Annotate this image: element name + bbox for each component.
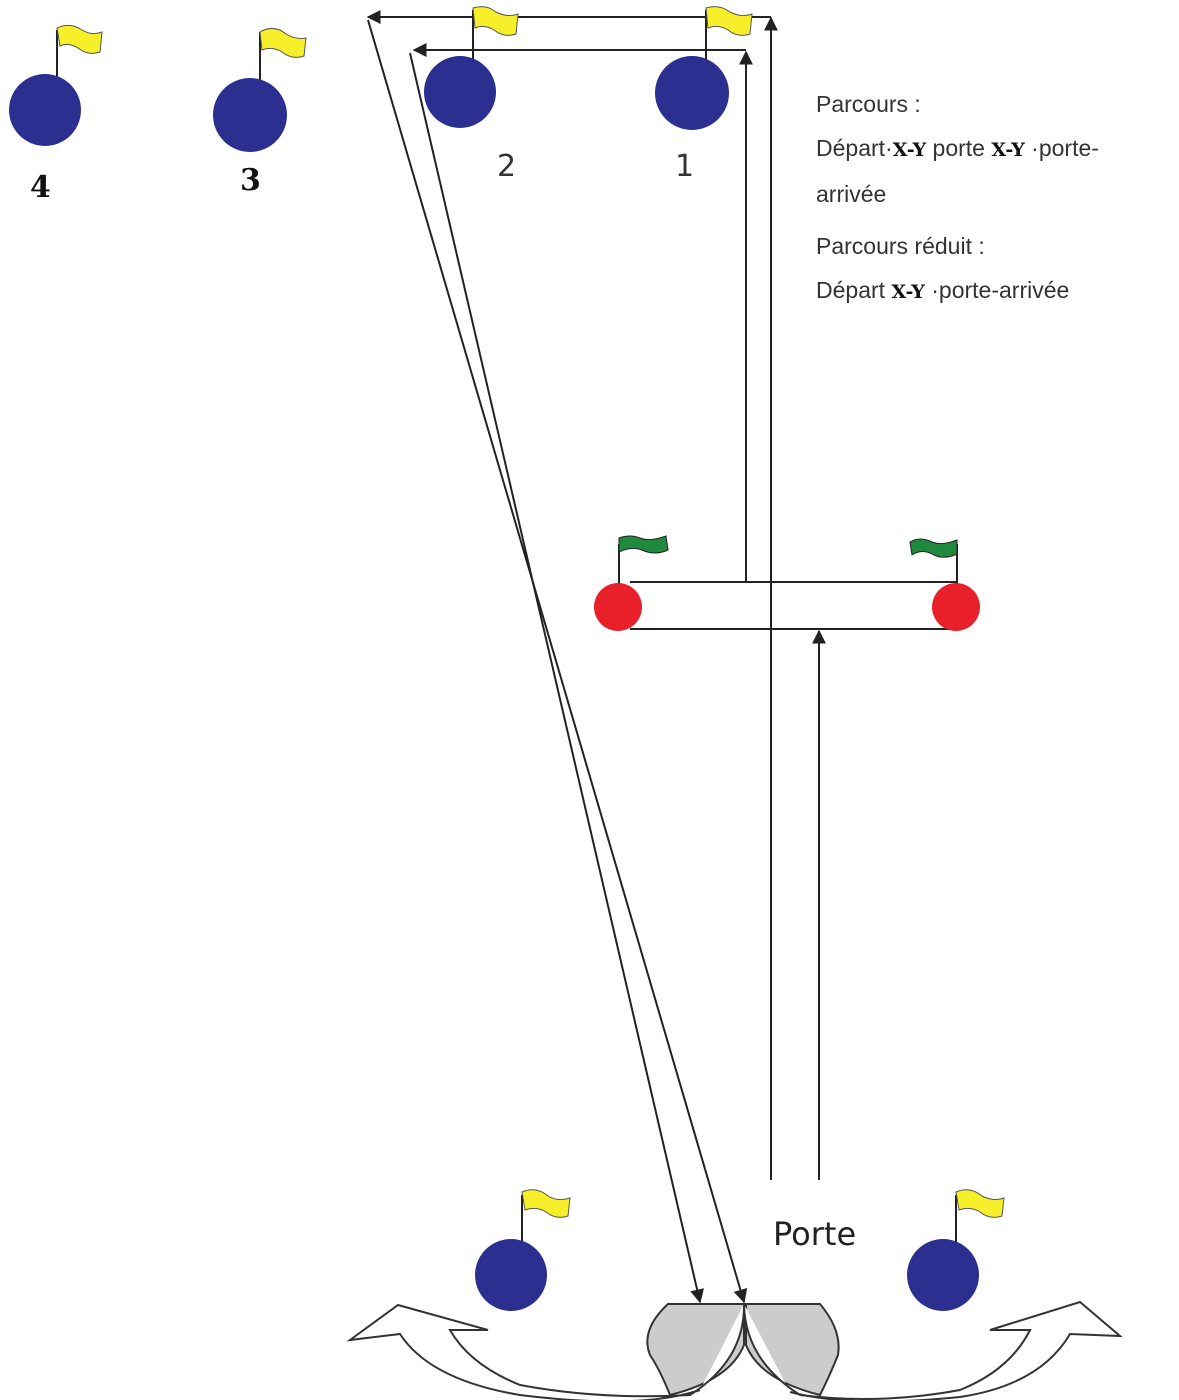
blue-buoy-3 [213,28,307,152]
gate-left-shade [646,1303,745,1397]
blue-buoy-icon [475,1239,547,1311]
left-curved-arrow [346,1303,746,1400]
parcours-xy-2: X-Y [991,139,1025,161]
yellow-flag-icon [705,6,753,36]
blue-buoy-icon [907,1239,979,1311]
buoy-label-3: 3 [240,163,261,198]
yellow-flag-icon [259,28,307,58]
red-buoy-right [909,538,980,631]
blue-buoy-icon [424,56,496,128]
blue-buoy-bottom-left [475,1189,571,1311]
parcours-description-line1: Départ·X-Y porte X-Y ·porte- [816,126,1176,172]
legend-spacer [816,216,1176,224]
reduit-part1: Départ [816,277,892,303]
buoy-label-4: 4 [30,170,51,205]
yellow-flag-icon [56,24,103,54]
parcours-part1: Départ· [816,135,893,161]
course-lines [366,10,956,1304]
red-buoy-icon [594,583,642,631]
blue-buoy-4 [9,24,103,146]
porte-label: Porte [773,1215,856,1253]
parcours-description-line2: arrivée [816,181,887,207]
yellow-flag-icon [472,6,519,36]
red-buoy-icon [932,583,980,631]
blue-buoy-icon [655,56,729,130]
reduit-part2: ·porte-arrivée [924,277,1070,303]
red-buoy-left [594,535,669,631]
reduit-xy: X-Y [891,281,925,303]
blue-buoy-icon [213,78,287,152]
green-flag-icon [618,535,669,554]
blue-buoy-1 [655,6,753,130]
course-legend: Parcours : Départ·X-Y porte X-Y ·porte- … [816,82,1176,314]
right-curved-arrow [743,1300,1123,1400]
yellow-flag-icon [955,1189,1005,1218]
parcours-xy-1: X-Y [892,139,927,161]
buoy-label-2: 2 [497,149,516,184]
reduit-title: Parcours réduit : [816,233,985,259]
buoy-label-1: 1 [675,149,694,184]
reduit-description: Départ X-Y ·porte-arrivée [816,268,1176,314]
parcours-part3: ·porte- [1024,135,1099,161]
outer-route-diagonal [367,19,748,1304]
blue-buoy-icon [9,74,81,146]
blue-buoy-2 [424,6,519,128]
gate-structure [346,1300,1123,1400]
yellow-flag-icon [521,1189,571,1218]
gate-right-shade [745,1303,840,1397]
parcours-title: Parcours : [816,91,921,117]
parcours-part2: porte [926,135,992,161]
green-flag-icon [909,538,958,558]
blue-buoy-bottom-right [907,1189,1005,1311]
inner-route-diagonal [409,52,704,1304]
